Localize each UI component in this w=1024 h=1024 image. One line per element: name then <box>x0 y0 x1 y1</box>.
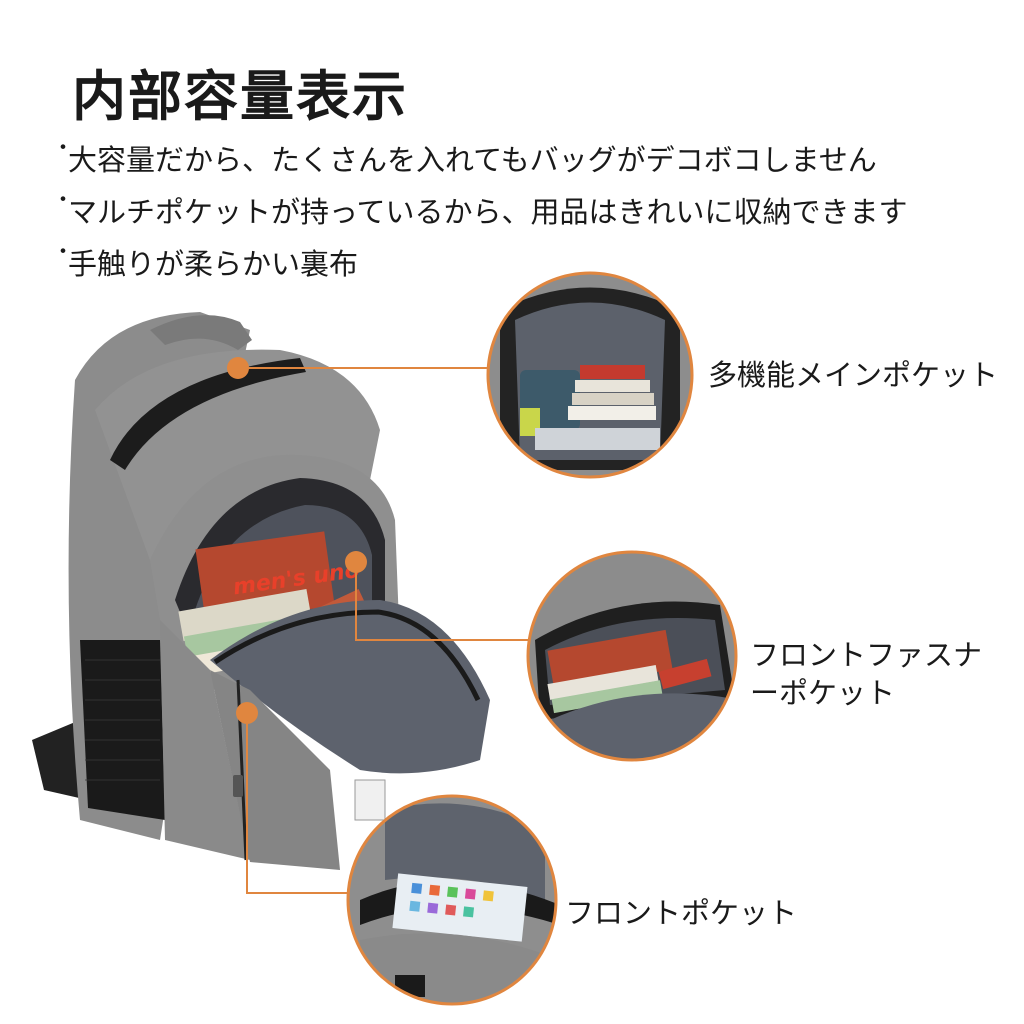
callout-front-zipper-pocket-line2: ーポケット <box>750 676 896 710</box>
highlight-ring <box>346 794 558 1006</box>
highlight-ring <box>526 550 738 762</box>
backpack: men's uno <box>32 312 490 870</box>
callout-front-pocket: フロントポケット <box>565 896 798 930</box>
feature-item: ・大容量だから、たくさんを入れてもバッグがデコボコしません <box>52 136 877 177</box>
feature-list: ・大容量だから、たくさんを入れてもバッグがデコボコしません ・マルチポケットが持… <box>52 134 908 290</box>
feature-item: ・マルチポケットが持っているから、用品はきれいに収納できます <box>52 188 908 229</box>
marker-dot <box>227 357 249 379</box>
marker-dot <box>236 702 258 724</box>
leader-lines <box>238 367 528 894</box>
page-title: 内部容量表示 <box>72 65 408 128</box>
callout-front-zipper-pocket-line1: フロントファスナ <box>750 638 983 672</box>
feature-item: ・手触りが柔らかい裏布 <box>52 240 359 281</box>
front-pocket-detail <box>346 794 558 1006</box>
callout-main-pocket: 多機能メインポケット <box>708 358 999 392</box>
front-zipper-pocket-detail <box>526 550 738 762</box>
marker-dot <box>345 551 367 573</box>
main-pocket-detail <box>486 271 694 479</box>
highlight-ring <box>486 271 694 479</box>
